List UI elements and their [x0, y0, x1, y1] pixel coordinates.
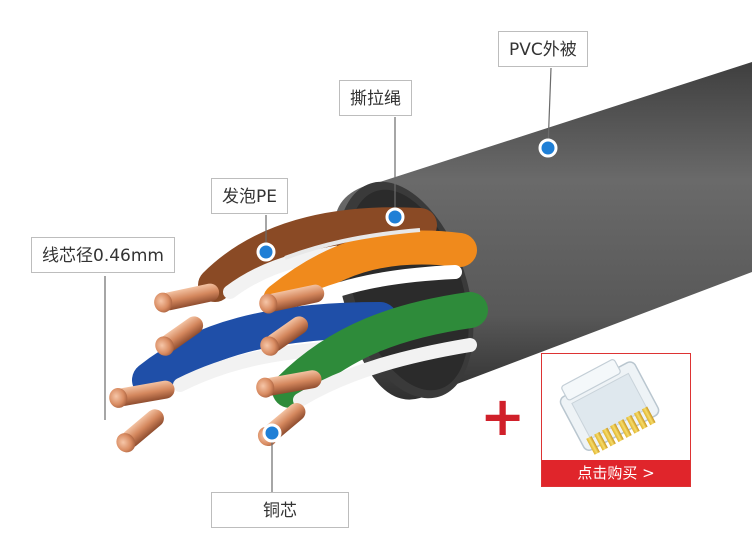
wire-pairs: [132, 207, 488, 408]
marker-dots: [256, 138, 558, 443]
rj45-connector-icon: [559, 359, 660, 455]
plus-sign: +: [480, 385, 526, 448]
rj45-product-card[interactable]: 点击购买 >: [541, 353, 691, 487]
buy-button[interactable]: 点击购买 >: [542, 460, 690, 486]
copper-cores: [109, 283, 325, 453]
core-diameter-label: 线芯径0.46mm: [31, 237, 175, 273]
copper-core-label: 铜芯: [211, 492, 349, 528]
foam-pe-label: 发泡PE: [211, 178, 288, 214]
pvc-jacket-label: PVC外被: [498, 31, 588, 67]
rip-cord-label: 撕拉绳: [339, 80, 412, 116]
